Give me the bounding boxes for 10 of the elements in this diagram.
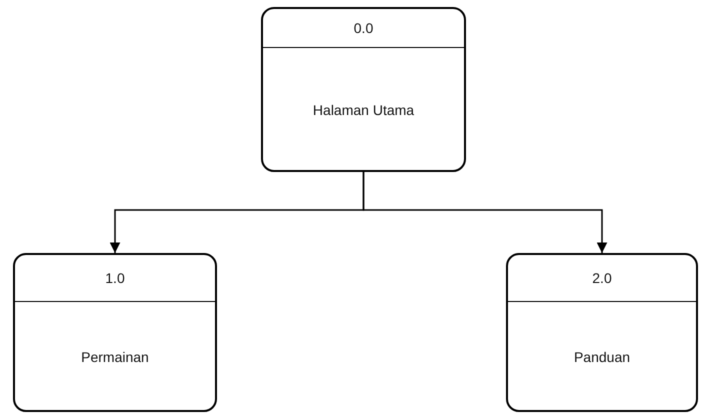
process-number: 1.0 [105, 270, 125, 286]
connector-arrow [362, 172, 608, 253]
process-name: Halaman Utama [312, 102, 414, 118]
process-number: 2.0 [592, 270, 612, 286]
process-name: Panduan [574, 348, 630, 364]
process-box [506, 253, 698, 412]
process-number: 0.0 [354, 20, 374, 36]
process-name: Permainan [81, 348, 149, 364]
process-box [261, 7, 466, 172]
process-box [13, 253, 217, 412]
